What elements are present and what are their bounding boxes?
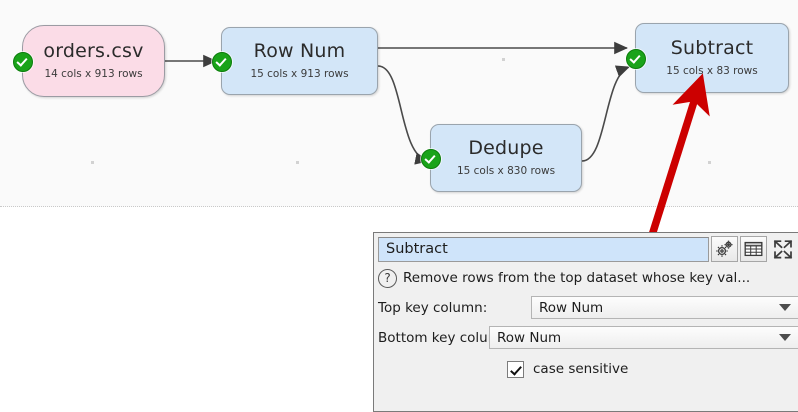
node-row-num[interactable]: Row Num 15 cols x 913 rows (212, 27, 378, 95)
grid-dot (296, 161, 299, 164)
top-key-column-row: Top key column: Row Num (378, 296, 798, 319)
gears-icon[interactable] (711, 236, 738, 262)
case-sensitive-checkbox[interactable] (507, 360, 524, 378)
flow-canvas[interactable]: orders.csv 14 cols x 913 rows Row Num 15… (0, 0, 798, 207)
node-subtract[interactable]: Subtract 15 cols x 83 rows (626, 23, 789, 93)
properties-dialog[interactable]: Subtract (373, 232, 798, 412)
dialog-description: Remove rows from the top dataset whose k… (403, 270, 751, 286)
node-status-ok-icon (626, 49, 646, 69)
node-subtitle: 15 cols x 913 rows (250, 68, 349, 81)
node-dedupe[interactable]: Dedupe 15 cols x 830 rows (421, 124, 582, 192)
item-name-input[interactable]: Subtract (378, 236, 709, 262)
node-orders-csv[interactable]: orders.csv 14 cols x 913 rows (13, 25, 165, 97)
node-subtitle: 15 cols x 830 rows (456, 165, 556, 178)
case-sensitive-row: case sensitive (378, 358, 798, 380)
bottom-key-column-label: Bottom key column: (378, 329, 514, 346)
top-key-column-select[interactable]: Row Num (531, 296, 798, 319)
bottom-key-column-select[interactable]: Row Num (489, 326, 798, 349)
table-grid-icon[interactable] (740, 236, 767, 262)
question-mark-icon[interactable]: ? (378, 268, 397, 288)
node-status-ok-icon (13, 52, 33, 72)
node-title: Subtract (670, 36, 754, 59)
dialog-description-row: ? Remove rows from the top dataset whose… (378, 267, 798, 289)
node-title: orders.csv (43, 39, 144, 62)
grid-dot (708, 161, 711, 164)
node-subtitle: 14 cols x 913 rows (44, 68, 143, 81)
case-sensitive-label: case sensitive (533, 361, 629, 377)
top-key-column-value: Row Num (539, 299, 604, 316)
node-status-ok-icon (421, 149, 441, 169)
grid-dot (91, 161, 94, 164)
node-subtitle: 15 cols x 83 rows (666, 65, 758, 78)
chevron-down-icon (779, 334, 791, 341)
node-title: Row Num (253, 39, 346, 62)
bottom-key-column-row: Bottom key column: Row Num (378, 326, 798, 349)
chevron-down-icon (779, 304, 791, 311)
bottom-key-column-value: Row Num (497, 329, 562, 346)
top-key-column-label: Top key column: (378, 299, 488, 316)
node-title: Dedupe (468, 136, 544, 159)
expand-arrows-icon[interactable] (769, 236, 796, 262)
dialog-title-row: Subtract (378, 236, 798, 262)
grid-dot (502, 58, 505, 61)
node-status-ok-icon (212, 52, 232, 72)
